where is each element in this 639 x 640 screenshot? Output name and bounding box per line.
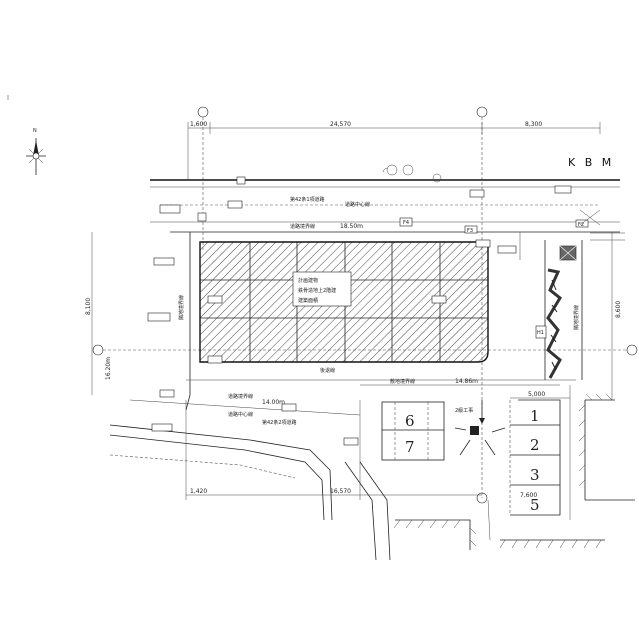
parking-right: 5,000 1 2 3 5 7,600 — [509, 385, 571, 520]
north-letter: N — [33, 128, 37, 134]
building-label-3: 建築面積 — [298, 297, 318, 304]
terrain-right — [578, 393, 635, 501]
lower-road-center: 道路中心線 — [228, 411, 253, 418]
parking-space-6: 6 — [405, 412, 415, 430]
building-footprint: 計画建物 鉄骨造地上2階建 建築面積 後退線 — [153, 239, 491, 374]
tag-h1-box — [535, 325, 547, 339]
kbm-label: K B M — [568, 156, 614, 169]
top-road: 第42条1項道路 道路中心線 道路境界線 18.50m F4 F3 F2 — [150, 164, 620, 260]
dim-lower-left: 1,420 — [190, 488, 207, 495]
lower-site: 敷地境界線 14.86m 道路境界線 14.00m 道路中心線 第42条2項道路… — [105, 357, 576, 561]
work-area: 2級工事 — [454, 400, 506, 456]
dim-road-top: 18.50m — [340, 223, 363, 230]
parking-left: 6 7 — [381, 401, 445, 461]
dim-top-main: 24,570 — [330, 121, 351, 128]
right-boundary-label: 隣地境界線 — [573, 305, 580, 330]
terrain-bottom — [393, 499, 605, 550]
parking-space-7: 7 — [405, 438, 415, 456]
right-annex: 隣地境界線 8,600 H1 — [535, 209, 625, 400]
left-boundary: 8,100 隣地境界線 — [85, 232, 191, 411]
grid-marker-x1-icon — [197, 106, 209, 118]
north-compass-icon: N — [26, 128, 46, 175]
parking-space-5: 5 — [530, 496, 540, 514]
dim-top-right: 8,300 — [525, 121, 542, 128]
left-boundary-label: 隣地境界線 — [178, 295, 185, 320]
top-dimension: 1,600 24,570 8,300 — [187, 121, 601, 180]
dim-left-vertical: 8,100 — [85, 298, 92, 315]
dim-parking-lower: 7,600 — [520, 492, 537, 499]
lower-road-boundary: 道路境界線 — [228, 393, 253, 400]
tag-f1: F4 — [403, 220, 409, 226]
road-boundary-lower: 敷地境界線 — [390, 378, 415, 385]
work-area-marker-icon — [470, 426, 479, 435]
building-label-1: 計画建物 — [298, 277, 318, 284]
tag-f2: F3 — [467, 228, 473, 234]
setback-label: 後退線 — [320, 367, 335, 374]
dim-right-vertical: 8,600 — [615, 301, 622, 318]
dim-frontage: 14.86m — [455, 378, 478, 385]
lower-road-type: 第42条2項道路 — [262, 419, 297, 426]
building-label-2: 鉄骨造地上2階建 — [298, 287, 336, 294]
dim-road-lower: 14.00m — [262, 399, 285, 406]
dim-top-left: 1,600 — [190, 121, 207, 128]
top-road-center: 道路中心線 — [345, 201, 370, 208]
grid-marker-y-left-icon — [92, 344, 104, 356]
top-road-boundary: 道路境界線 — [290, 223, 315, 230]
grid-marker-x2-icon — [476, 106, 488, 118]
work-area-label: 2級工事 — [455, 407, 473, 414]
grid-marker-y-right-icon — [626, 344, 638, 356]
top-road-type: 第42条1項道路 — [290, 196, 325, 203]
parking-space-1: 1 — [530, 407, 540, 425]
tag-f3: F2 — [578, 222, 584, 228]
tag-h1: H1 — [537, 330, 544, 336]
dim-parking: 5,000 — [528, 391, 545, 398]
dim-left-lower: 16.20m — [105, 357, 112, 380]
dim-lower-main: 16,570 — [330, 488, 351, 495]
parking-space-3: 3 — [530, 466, 540, 484]
parking-space-2: 2 — [530, 436, 540, 454]
